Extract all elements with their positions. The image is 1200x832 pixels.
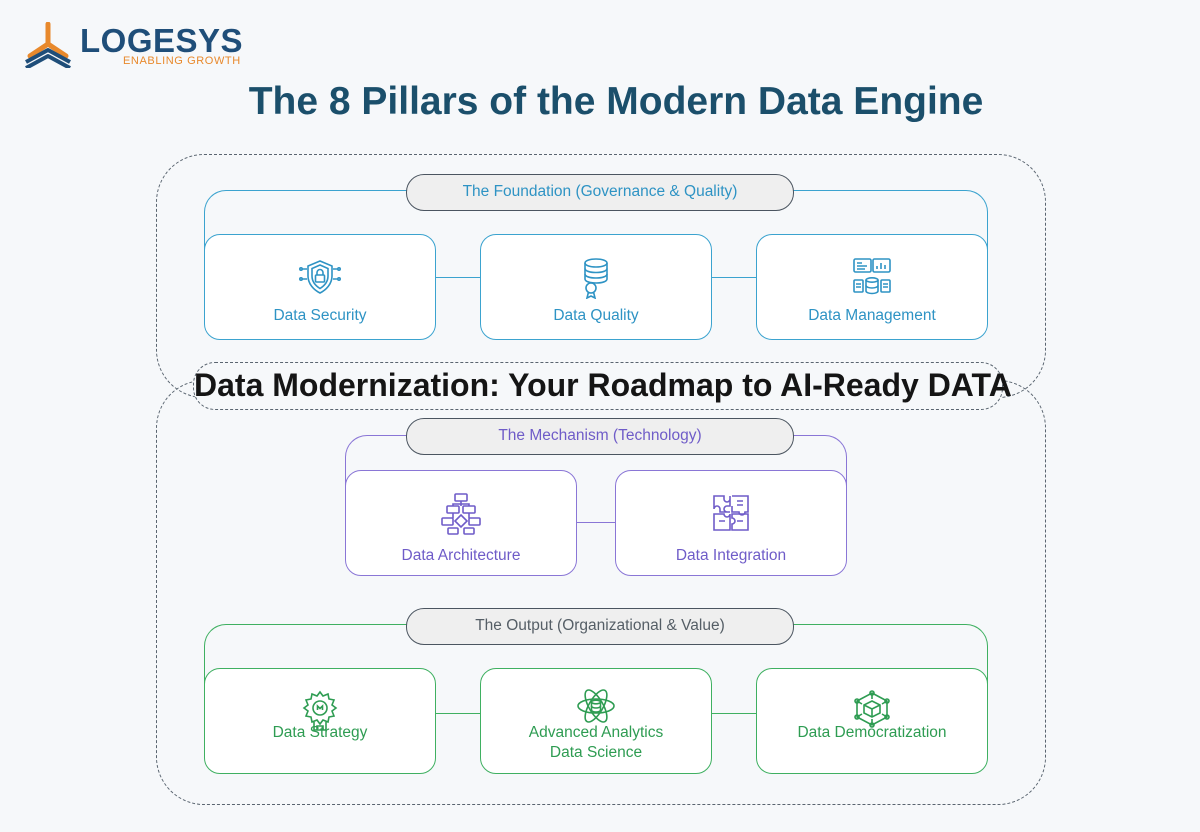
- pillar-label: Data Management: [808, 307, 936, 324]
- page-title: The 8 Pillars of the Modern Data Engine: [248, 80, 984, 123]
- pillar-card-data-democratization: Data Democratization: [756, 668, 988, 774]
- connector: [435, 277, 481, 278]
- logo: LOGESYS ENABLING GROWTH: [22, 22, 252, 72]
- pillar-card-advanced-analytics: Advanced Analytics Data Science: [480, 668, 712, 774]
- pillar-label: Data Democratization: [797, 724, 947, 741]
- pillar-label-secondary: Data Science: [549, 744, 643, 761]
- brand-name: LOGESYS: [80, 22, 244, 59]
- roadmap-banner: Data Modernization: Your Roadmap to AI-R…: [193, 362, 1012, 410]
- pillar-label: Data Strategy: [272, 724, 368, 741]
- pillar-label: Data Architecture: [401, 547, 521, 564]
- pillar-card-data-architecture: Data Architecture: [345, 470, 577, 576]
- gear-strategy-icon: [302, 690, 338, 731]
- network-cube-icon: [854, 690, 890, 728]
- shield-lock-icon: [298, 260, 341, 294]
- dashboard-database-icon: [853, 258, 891, 295]
- pillar-label: Data Integration: [675, 547, 787, 564]
- pillar-label: Data Security: [273, 307, 367, 324]
- foundation-heading: The Foundation (Governance & Quality): [406, 174, 794, 211]
- connector: [435, 713, 481, 714]
- mechanism-heading: The Mechanism (Technology): [406, 418, 794, 455]
- pillar-card-data-management: Data Management: [756, 234, 988, 340]
- connector: [711, 277, 757, 278]
- connector: [711, 713, 757, 714]
- pillar-card-data-strategy: Data Strategy: [204, 668, 436, 774]
- brand-tagline: ENABLING GROWTH: [123, 55, 241, 67]
- connector: [576, 522, 616, 523]
- output-heading: The Output (Organizational & Value): [406, 608, 794, 645]
- logesys-logo-icon: [25, 22, 71, 68]
- pillar-card-data-quality: Data Quality: [480, 234, 712, 340]
- pillar-card-data-security: Data Security: [204, 234, 436, 340]
- pillar-label: Data Quality: [553, 307, 639, 324]
- database-badge-icon: [584, 258, 608, 299]
- pillar-card-data-integration: Data Integration: [615, 470, 847, 576]
- puzzle-icon: [713, 495, 749, 531]
- pillar-label: Advanced Analytics: [528, 724, 664, 741]
- flowchart-icon: [441, 493, 481, 535]
- atom-database-icon: [577, 689, 615, 723]
